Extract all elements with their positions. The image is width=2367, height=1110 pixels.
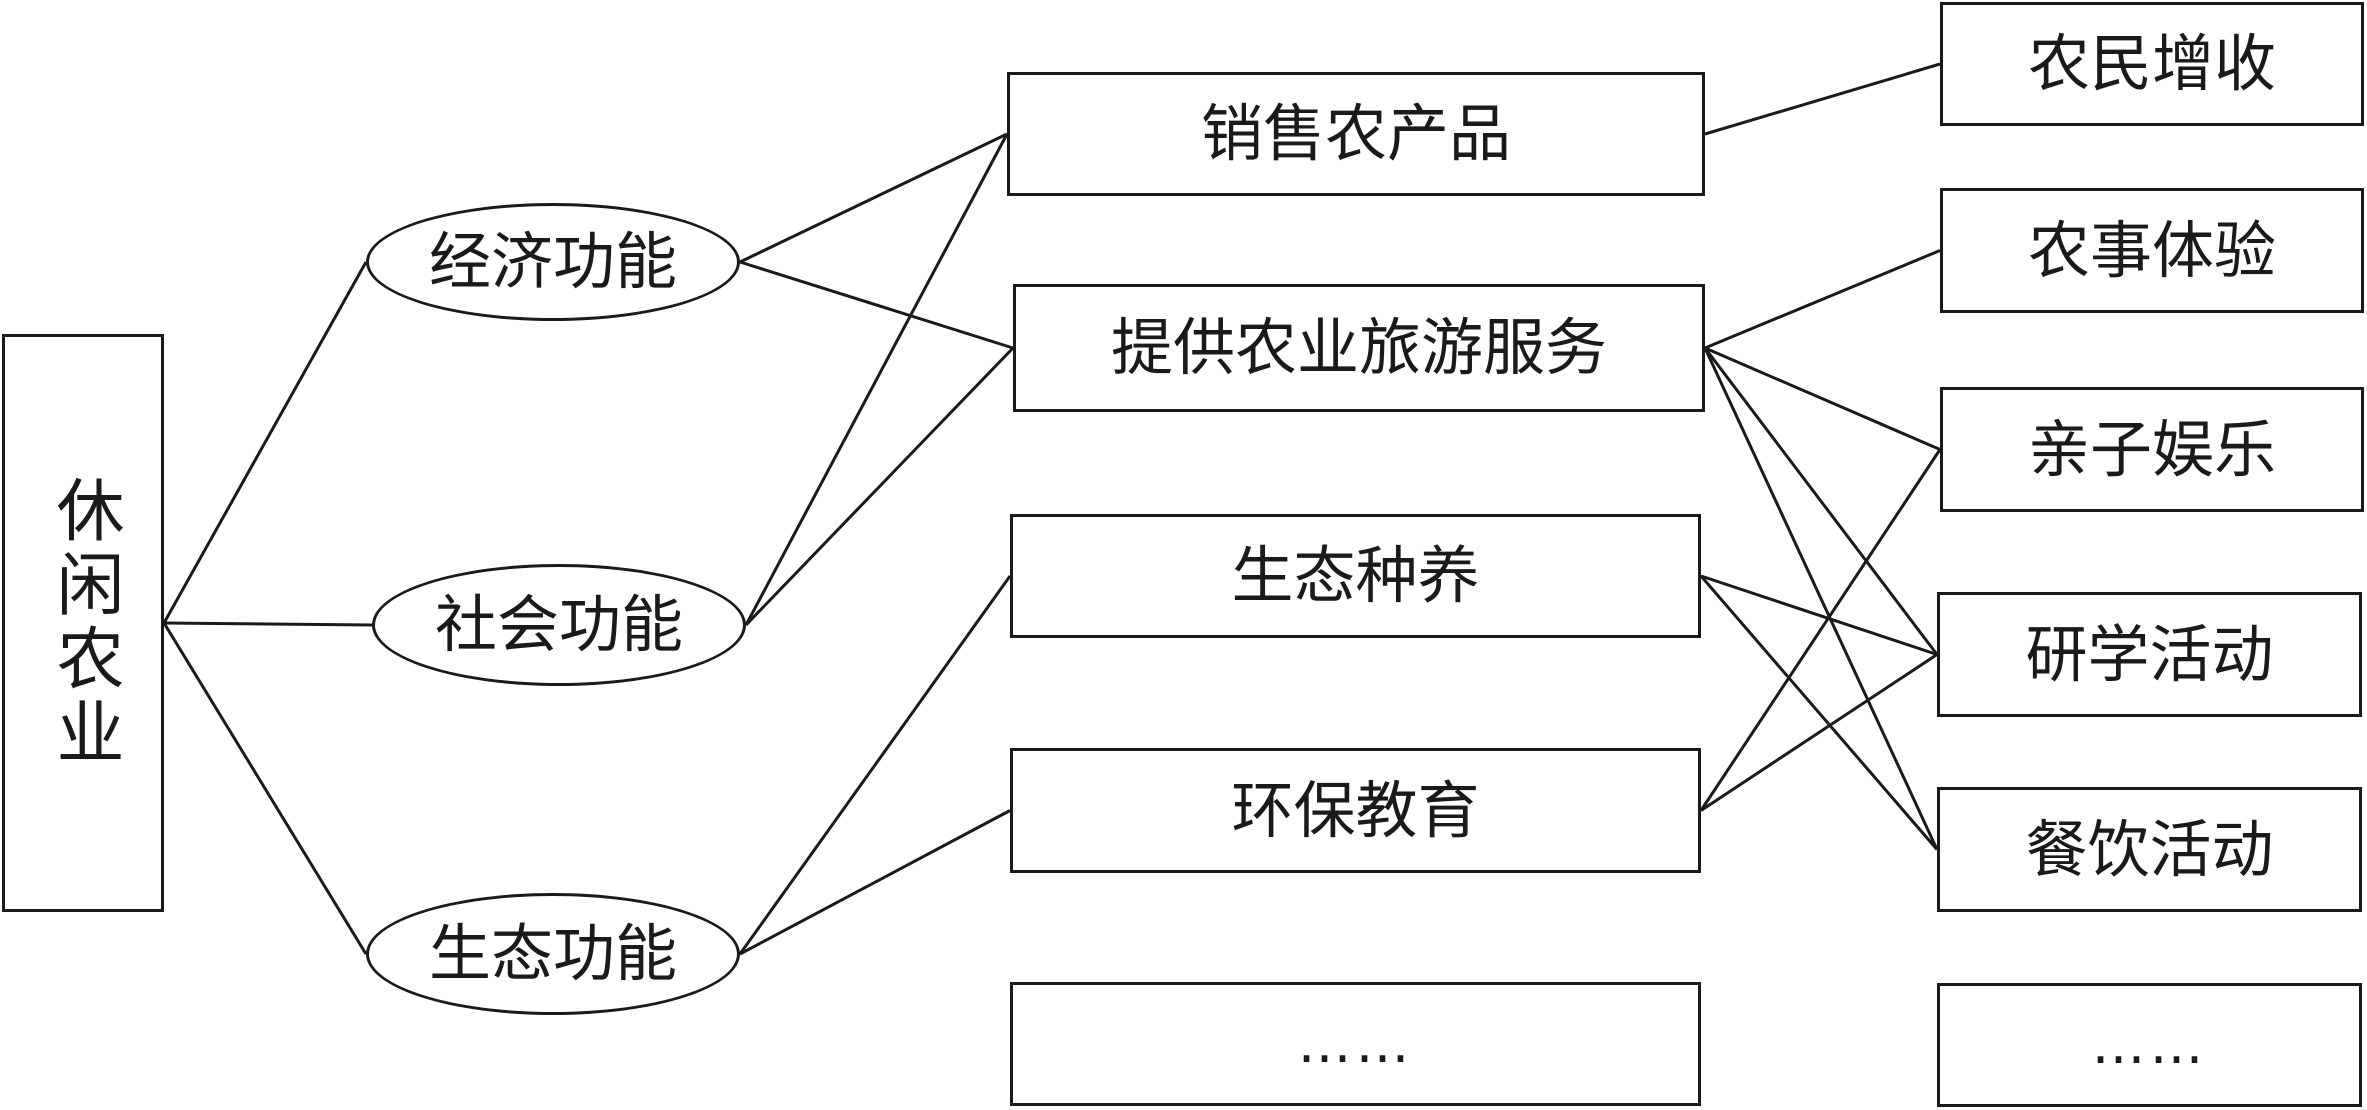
function-label-social: 社会功能 [434, 588, 683, 661]
connector-ecological-to-env_edu [739, 809, 1011, 956]
outcome-label-income: 农民增收 [2027, 27, 2276, 100]
activity-node-eco-farming: 生态种养 [1010, 514, 1701, 638]
outcome-node-more: …… [1937, 983, 2362, 1107]
outcome-node-dining: 餐饮活动 [1937, 787, 2362, 912]
connector-economic-to-sell [739, 132, 1008, 264]
connector-eco_farming-to-study [1700, 574, 1938, 656]
activity-node-sell: 销售农产品 [1007, 72, 1705, 196]
activity-label-tourism: 提供农业旅游服务 [1110, 311, 1607, 384]
connector-tourism-to-family [1704, 346, 1941, 451]
connector-root-to-economic [162, 261, 368, 624]
connector-tourism-to-study [1703, 347, 1939, 656]
activity-label-more: …… [1297, 1012, 1414, 1075]
connector-root-to-social [163, 621, 373, 627]
connector-social-to-sell [744, 133, 1009, 626]
connector-social-to-tourism [744, 346, 1015, 627]
connector-env_edu-to-study [1700, 653, 1938, 812]
outcome-label-study: 研学活动 [2025, 617, 2274, 691]
connector-economic-to-tourism [739, 260, 1014, 350]
outcome-label-dining: 餐饮活动 [2025, 812, 2274, 886]
root-node: 休闲农业 [2, 334, 164, 912]
connector-ecological-to-eco_farming [738, 575, 1012, 955]
outcome-node-family: 亲子娱乐 [1940, 387, 2364, 512]
outcome-label-family: 亲子娱乐 [2027, 412, 2276, 486]
activity-label-env-edu: 环保教育 [1231, 773, 1480, 847]
function-node-economic: 经济功能 [366, 203, 740, 321]
outcome-label-farm-exp: 农事体验 [2027, 213, 2276, 287]
function-node-social: 社会功能 [372, 564, 746, 686]
activity-label-sell: 销售农产品 [1200, 97, 1511, 170]
activity-node-tourism: 提供农业旅游服务 [1013, 284, 1705, 412]
connector-tourism-to-farm_exp [1704, 249, 1941, 350]
root-label: 休闲农业 [44, 475, 123, 771]
activity-label-eco-farming: 生态种养 [1231, 539, 1480, 612]
outcome-label-more: …… [2091, 1013, 2208, 1076]
outcome-node-study: 研学活动 [1937, 592, 2362, 717]
connector-eco_farming-to-dining [1699, 575, 1939, 851]
outcome-node-income: 农民增收 [1940, 2, 2364, 126]
activity-node-env-edu: 环保教育 [1010, 748, 1701, 873]
function-node-ecological: 生态功能 [366, 893, 740, 1015]
connector-sell-to-income [1704, 62, 1941, 136]
outcome-node-farm-exp: 农事体验 [1940, 188, 2364, 313]
connector-tourism-to-dining [1703, 347, 1939, 851]
connector-env_edu-to-family [1699, 448, 1942, 812]
connector-root-to-ecological [162, 622, 368, 955]
function-label-ecological: 生态功能 [428, 917, 677, 990]
activity-node-more: …… [1010, 982, 1701, 1106]
function-label-economic: 经济功能 [428, 225, 677, 298]
